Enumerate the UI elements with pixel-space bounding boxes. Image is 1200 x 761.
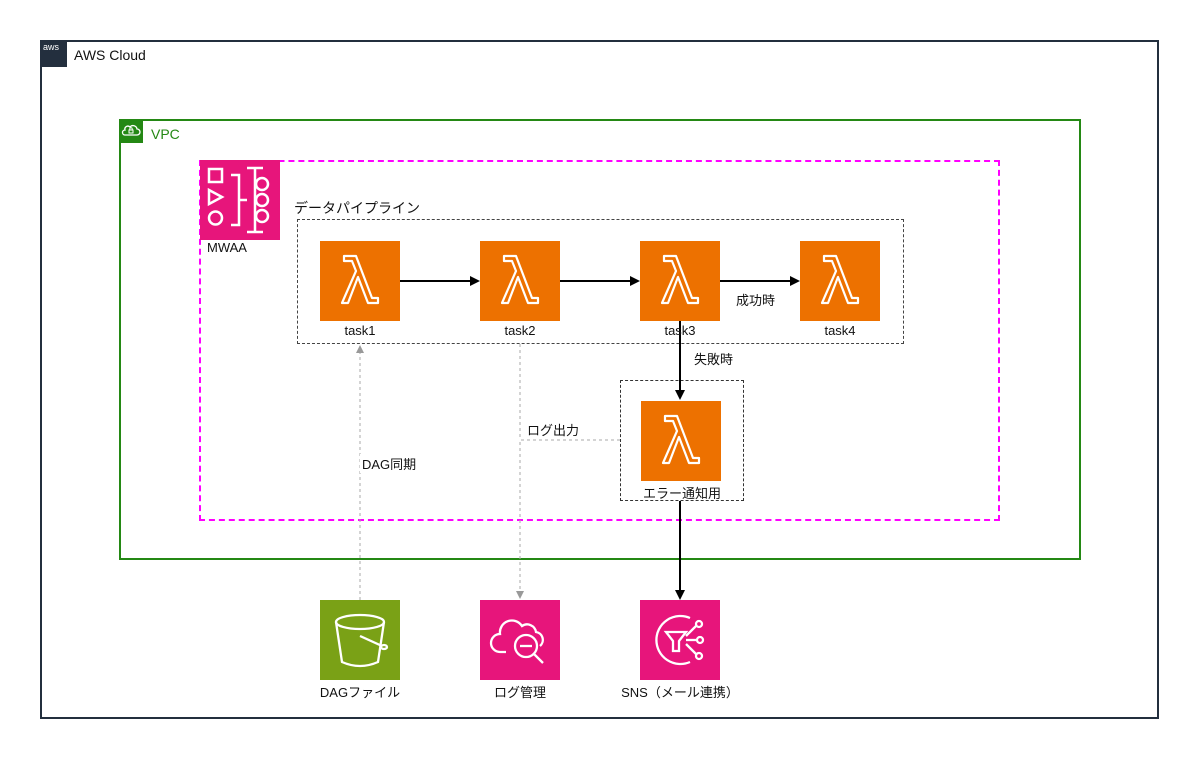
edge-log-output: [516, 439, 620, 599]
task3-label: task3: [664, 323, 696, 338]
aws-cloud-group: [40, 40, 1159, 719]
vpc-cloud-icon: [119, 119, 143, 143]
vpc-title: VPC: [151, 126, 180, 142]
edge-label-dag-sync: DAG同期: [360, 454, 419, 473]
mwaa-boundary: [199, 160, 1000, 521]
error-notify-lambda-icon: [641, 401, 721, 481]
mwaa-label: MWAA: [207, 240, 247, 255]
cloudwatch-logs-icon: [480, 600, 560, 680]
log-management-label: ログ管理: [493, 685, 546, 700]
dag-file-label: DAGファイル: [319, 685, 401, 700]
aws-logo-icon: aws: [40, 40, 67, 67]
task4-lambda-icon: [800, 241, 880, 321]
aws-cloud-title: AWS Cloud: [74, 47, 146, 63]
edge-label-success: 成功時: [734, 290, 778, 309]
error-notify-label: エラー通知用: [642, 486, 721, 501]
task2-lambda-icon: [480, 241, 560, 321]
vpc-group: [119, 119, 1081, 560]
mwaa-icon: [200, 160, 280, 240]
s3-bucket-icon: [320, 600, 400, 680]
task4-label: task4: [824, 323, 856, 338]
pipeline-group: [297, 219, 904, 344]
pipeline-title: データパイプライン: [294, 200, 420, 216]
edge-label-failure: 失敗時: [692, 349, 736, 368]
task3-lambda-icon: [640, 241, 720, 321]
task1-lambda-icon: [320, 241, 400, 321]
task2-label: task2: [504, 323, 536, 338]
sns-icon: [640, 600, 720, 680]
edge-label-log-output: ログ出力: [525, 420, 582, 439]
sns-label: SNS（メール連携）: [621, 685, 739, 700]
task1-label: task1: [344, 323, 376, 338]
error-notify-group: [620, 380, 744, 501]
